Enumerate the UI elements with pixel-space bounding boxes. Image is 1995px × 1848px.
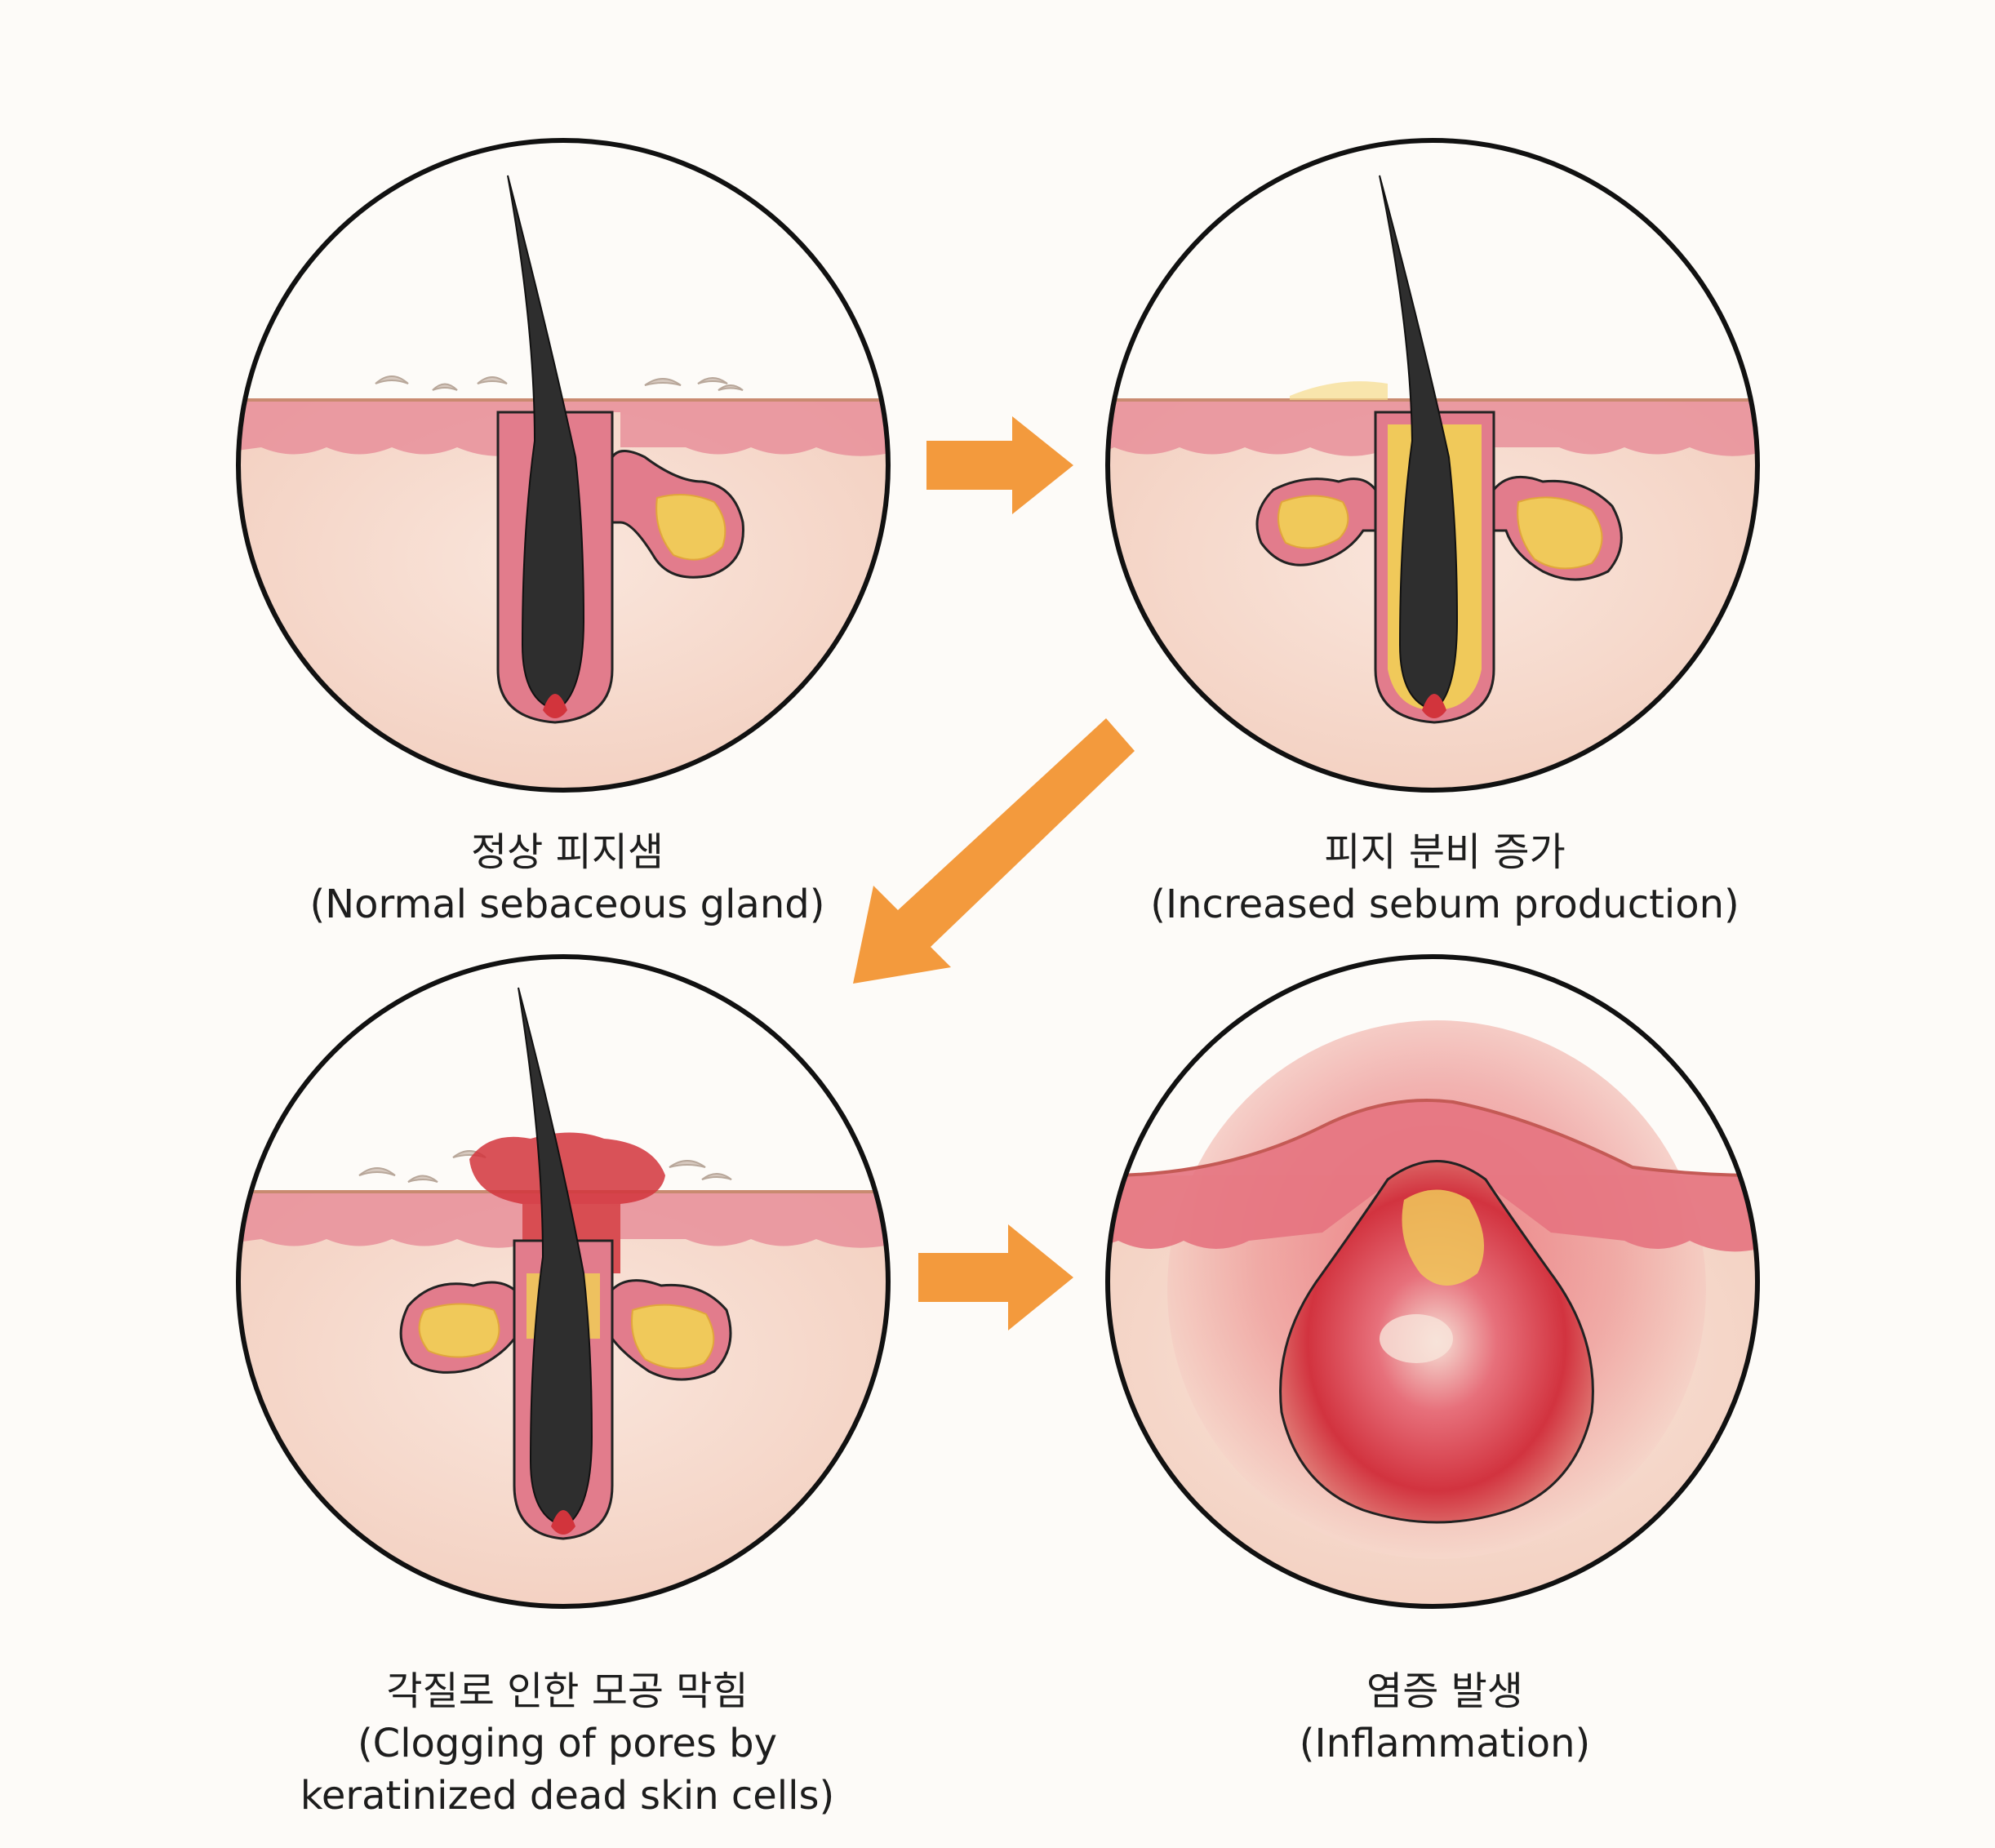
caption-korean: 염증 발생: [1366, 1668, 1523, 1714]
epidermis-layer: [238, 1192, 888, 1248]
sebum-right: [1517, 496, 1603, 570]
sebum: [655, 494, 726, 561]
hair-papilla: [543, 694, 567, 718]
sebum-left: [418, 1303, 500, 1358]
panel-frame: [1105, 954, 1760, 1609]
caption-increased-sebum: 피지 분비 증가 (Increased sebum production): [1053, 826, 1837, 931]
skin-surface-line: [1108, 1099, 1757, 1177]
skin-flakes: [358, 1150, 732, 1183]
caption-inflammation: 염증 발생 (Inflammation): [1053, 1665, 1837, 1770]
pus: [1402, 1189, 1484, 1286]
hair-papilla: [1422, 694, 1446, 718]
arrow-right-icon: [918, 1224, 1073, 1330]
arrow-right-icon: [926, 416, 1073, 514]
skin-flakes: [375, 375, 744, 391]
surface-sebum: [1290, 381, 1388, 400]
caption-english: (Normal sebaceous gland): [309, 882, 825, 927]
panel-frame: [1105, 138, 1760, 793]
caption-english-line1: (Clogging of pores by: [357, 1721, 778, 1766]
panel-frame: [236, 138, 891, 793]
caption-english: (Increased sebum production): [1150, 882, 1740, 927]
epidermis-layer: [1108, 400, 1757, 456]
panel-frame: [236, 954, 891, 1609]
caption-english: (Inflammation): [1299, 1721, 1591, 1766]
caption-korean: 정상 피지샘: [470, 829, 664, 875]
panel-inflammation: [1105, 954, 1760, 1609]
caption-korean: 각질로 인한 모공 막힘: [386, 1668, 749, 1714]
panel-normal: [236, 138, 891, 793]
sebum-right: [631, 1304, 715, 1370]
pustule-highlight: [1380, 1314, 1453, 1363]
caption-korean: 피지 분비 증가: [1324, 829, 1566, 875]
caption-clogged-pore: 각질로 인한 모공 막힘 (Clogging of pores by kerat…: [192, 1665, 943, 1822]
epidermis-layer: [238, 400, 888, 456]
caption-normal: 정상 피지샘 (Normal sebaceous gland): [192, 826, 943, 931]
sebum-left: [1277, 495, 1349, 549]
panel-increased-sebum: [1105, 138, 1760, 793]
caption-english-line2: keratinized dead skin cells): [300, 1773, 835, 1819]
panel-clogged-pore: [236, 954, 891, 1609]
arrow-diagonal-icon: [853, 718, 1135, 984]
hair-papilla: [551, 1510, 575, 1535]
